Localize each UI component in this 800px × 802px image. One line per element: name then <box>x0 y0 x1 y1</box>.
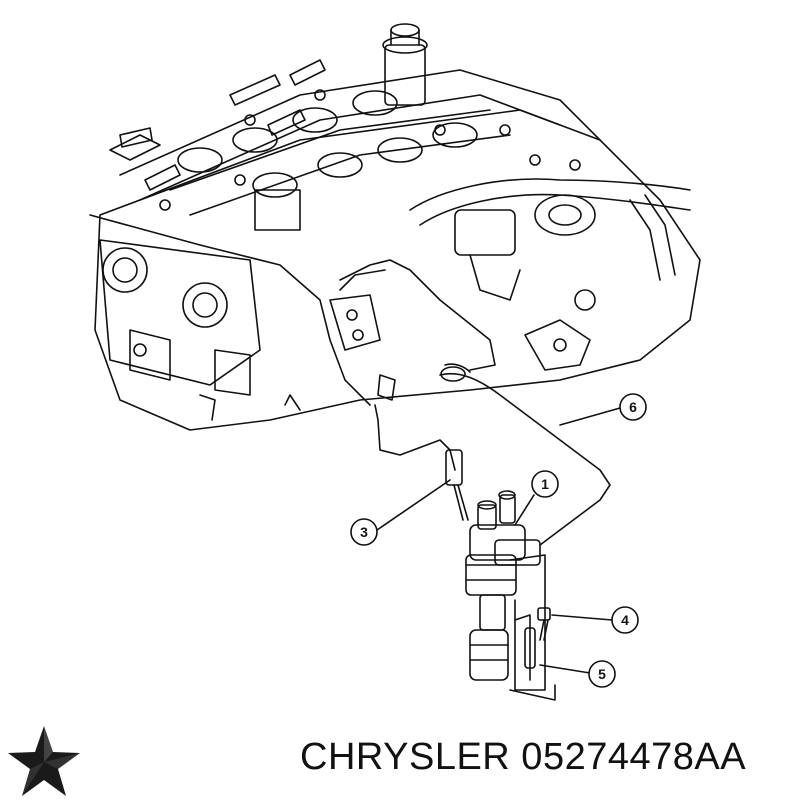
callout-5-label: 5 <box>598 666 606 682</box>
callout-4-label: 4 <box>621 612 629 628</box>
bolt <box>537 607 551 641</box>
solenoid-valve <box>465 490 541 681</box>
mounting-bracket <box>509 554 556 701</box>
callout-4: 4 <box>611 606 639 634</box>
callout-1: 1 <box>531 470 559 498</box>
callout-3: 3 <box>350 518 378 546</box>
part-caption: CHRYSLER 05274478AA <box>300 736 747 778</box>
callout-5: 5 <box>588 660 616 688</box>
engine-assembly <box>94 23 701 431</box>
hose-lines <box>89 214 611 546</box>
leader-lines <box>376 407 621 674</box>
callout-1-label: 1 <box>541 476 549 492</box>
callout-6-label: 6 <box>629 399 637 415</box>
callout-6: 6 <box>619 393 647 421</box>
pentastar-logo-icon <box>8 726 80 796</box>
callout-3-label: 3 <box>360 524 368 540</box>
